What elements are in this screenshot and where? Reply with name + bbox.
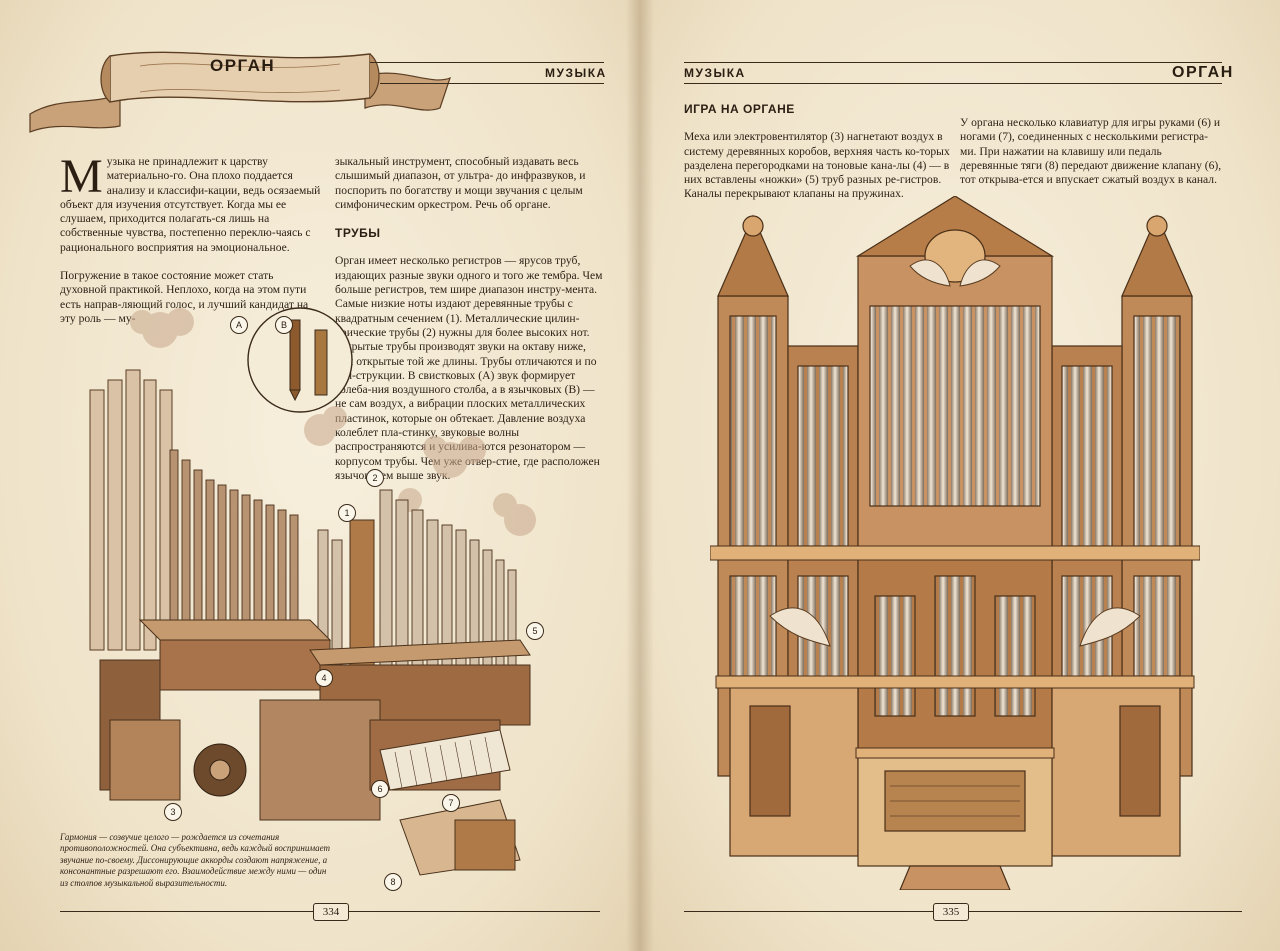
- page-title: ОРГАН: [210, 56, 276, 75]
- book-gutter: [626, 0, 654, 951]
- intro-paragraph-1: узыка не принадлежит к царству материаль…: [60, 155, 321, 254]
- intro-paragraph-2: Погружение в такое состояние может стать…: [60, 269, 309, 325]
- playing-paragraph-1: Меха или электровентилятор (3) нагнетают…: [684, 130, 950, 201]
- header-rule-thin: [380, 83, 604, 84]
- inset-label-b: B: [275, 316, 293, 334]
- playing-paragraph-2: У органа несколько клавиатур для игры ру…: [960, 116, 1222, 187]
- callout-6: 6: [371, 780, 389, 798]
- intro-continuation: зыкальный инструмент, способный издавать…: [335, 155, 586, 211]
- pipes-column: зыкальный инструмент, способный издавать…: [335, 155, 607, 497]
- section-label: МУЗЫКА: [545, 66, 607, 80]
- header-rule: [370, 62, 604, 63]
- organ-mechanism-illustration: [89, 307, 536, 876]
- page-number: 334: [313, 903, 349, 921]
- organ-facade-illustration: [710, 196, 1200, 890]
- callout-7: 7: [442, 794, 460, 812]
- callout-3: 3: [164, 803, 182, 821]
- drop-cap: М: [60, 150, 103, 203]
- right-page: МУЗЫКА ОРГАН ИГРА НА ОРГАНЕ Меха или эле…: [640, 0, 1280, 951]
- pipes-paragraph: Орган имеет несколько регистров — ярусов…: [335, 254, 603, 482]
- playing-column-1: ИГРА НА ОРГАНЕ Меха или электровентилято…: [684, 102, 954, 216]
- pipes-heading: ТРУБЫ: [335, 226, 381, 241]
- callout-1: 1: [338, 504, 356, 522]
- page-title: ОРГАН: [1172, 64, 1234, 81]
- inset-label-a: A: [230, 316, 248, 334]
- harmony-caption: Гармония — созвучие целого — рождается и…: [60, 832, 330, 888]
- title-ribbon: [29, 51, 451, 133]
- playing-heading: ИГРА НА ОРГАНЕ: [684, 102, 795, 116]
- header-rule-thin: [684, 83, 1222, 84]
- page-number: 335: [933, 903, 969, 921]
- callout-2: 2: [366, 469, 384, 487]
- playing-column-2: У органа несколько клавиатур для игры ру…: [960, 116, 1222, 201]
- callout-8: 8: [384, 873, 402, 891]
- callout-4: 4: [315, 669, 333, 687]
- section-label: МУЗЫКА: [684, 66, 746, 80]
- header-rule: [684, 62, 1222, 63]
- callout-5: 5: [526, 622, 544, 640]
